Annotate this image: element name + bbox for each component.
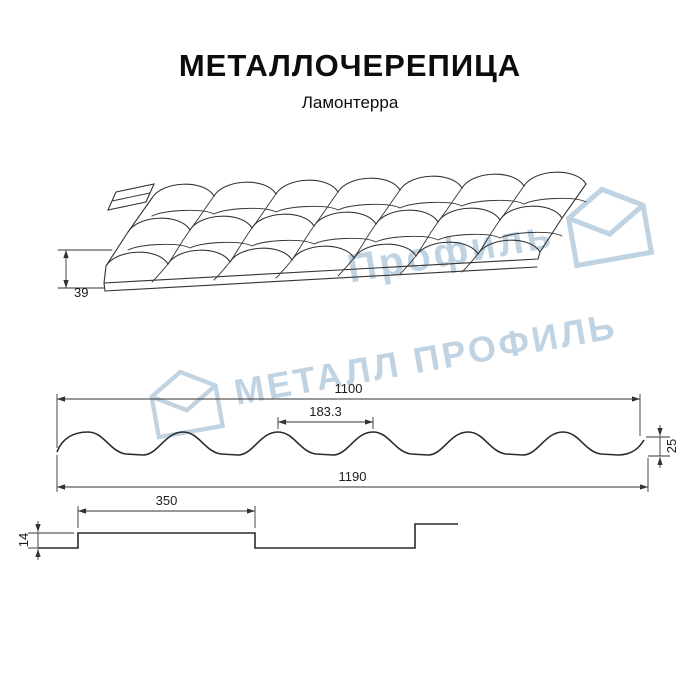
roof-3d-view (57, 171, 587, 292)
dim-roof-height (57, 249, 113, 289)
cross-section-view (56, 394, 670, 492)
cross-section-profile (56, 431, 645, 456)
mounting-flange (107, 183, 155, 211)
dim-wave-pitch (277, 417, 374, 429)
sheet-right-edge (537, 183, 587, 260)
dim-wave-height-label: 25 (664, 438, 679, 454)
eave-edge-end (103, 282, 106, 292)
page-title: МЕТАЛЛОЧЕРЕПИЦА (178, 48, 522, 83)
eave-edge-top (103, 258, 539, 284)
sheet-left-edge (103, 197, 153, 284)
tile-row-crest (151, 171, 587, 199)
dim-working-width-label: 1100 (334, 381, 363, 396)
dim-overall-width (56, 455, 649, 492)
mounting-flange-line (111, 192, 151, 202)
dim-step-height (28, 521, 74, 560)
step-profile-line (38, 523, 458, 549)
step-profile-view (28, 506, 458, 560)
eave-edge-lip (104, 266, 538, 292)
dim-roof-height-label: 39 (74, 285, 89, 300)
dim-module-length-label: 350 (155, 493, 178, 508)
tile-column-separators (151, 185, 525, 283)
tile-row-crest (105, 239, 541, 267)
dim-working-width (56, 394, 641, 448)
tile-row-valley (127, 231, 563, 251)
dim-overall-width-label: 1190 (338, 469, 367, 484)
page-subtitle: Ламонтерра (301, 93, 399, 112)
dim-wave-pitch-label: 183.3 (309, 404, 342, 419)
dim-wave-height (646, 425, 670, 468)
dim-module-length (77, 506, 256, 528)
tile-row-valley (151, 197, 587, 217)
dim-step-height-label: 14 (16, 532, 31, 548)
